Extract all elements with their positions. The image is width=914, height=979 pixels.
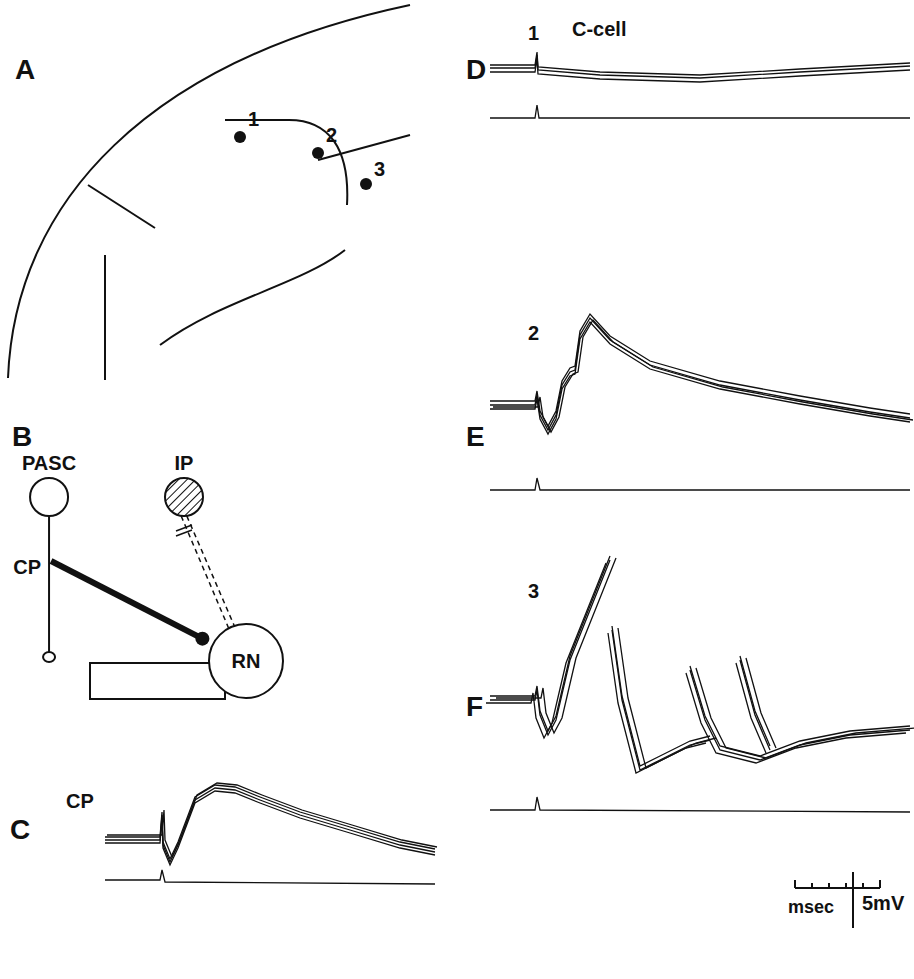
axon-connector	[176, 516, 234, 628]
voltage-traces	[105, 52, 914, 884]
axon-connector	[43, 516, 209, 662]
neuron-label: RN	[207, 622, 285, 672]
rn-dendrite	[90, 663, 225, 699]
electrode-sites	[234, 131, 372, 190]
panel-letter: E	[466, 422, 485, 453]
panel-letter: D	[466, 55, 486, 86]
cell-label: C-cell	[572, 18, 626, 40]
brain-outline	[8, 5, 410, 380]
scale-label: msec	[788, 898, 834, 918]
panel-letter: F	[466, 692, 483, 723]
axon-label: CP	[11, 556, 43, 578]
neuron-node: RN	[207, 622, 285, 700]
site-number: 3	[374, 158, 385, 180]
site-number: 2	[326, 124, 337, 146]
site-number: 2	[528, 322, 539, 344]
neuron-node: IP	[163, 452, 205, 518]
site-number: 3	[528, 580, 539, 602]
panel-letter: C	[10, 815, 30, 846]
neuron-label: PASC	[20, 452, 78, 474]
neuron-node: PASC	[20, 452, 78, 518]
scale-label: 5mV	[862, 892, 904, 914]
panel-letter: A	[15, 55, 35, 86]
neuron-label: IP	[163, 452, 205, 474]
site-number: 1	[528, 22, 539, 44]
site-number: 1	[248, 108, 259, 130]
panel-letter: B	[12, 422, 32, 453]
trace-label: CP	[66, 790, 94, 812]
